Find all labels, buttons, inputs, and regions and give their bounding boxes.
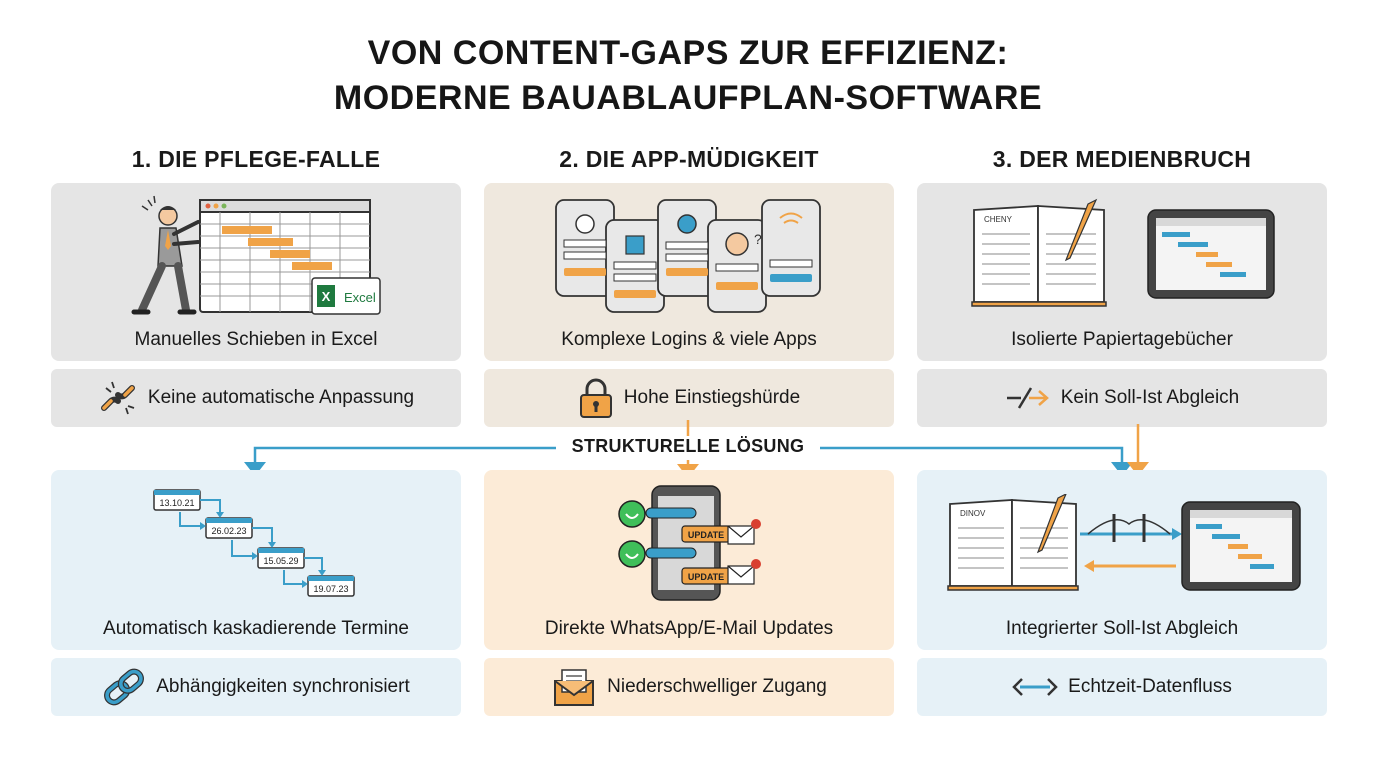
date-1: 13.10.21 xyxy=(159,498,194,508)
spreadsheet-illustration: X Excel xyxy=(131,195,381,315)
svg-text:?: ? xyxy=(754,231,762,247)
solution-caption-2: Direkte WhatsApp/E-Mail Updates xyxy=(544,618,834,639)
problem-caption-3: Isolierte Papiertagebücher xyxy=(1011,329,1233,350)
solution-panel-1 xyxy=(51,470,461,650)
date-4: 19.07.23 xyxy=(313,584,348,594)
problem-issue-row-1: Keine automatische Anpassung xyxy=(51,369,461,427)
solution-benefit-row-3: Echtzeit-Datenfluss xyxy=(917,658,1327,716)
paper-diary-illustration: CHENY xyxy=(971,198,1275,307)
broken-chain-icon xyxy=(100,381,135,415)
problem-issue-1: Keine automatische Anpassung xyxy=(147,387,415,408)
login-phones-illustration: ? xyxy=(555,199,821,313)
solution-caption-1: Automatisch kaskadierende Termine xyxy=(103,618,409,639)
column-heading-1: 1. DIE PFLEGE-FALLE xyxy=(131,146,381,172)
broken-arrow-icon xyxy=(1006,387,1049,409)
structural-solution-label: STRUKTURELLE LÖSUNG xyxy=(556,436,820,457)
solution-benefit-3: Echtzeit-Datenfluss xyxy=(1068,676,1232,697)
chain-link-icon xyxy=(104,668,145,706)
envelope-icon xyxy=(554,669,595,706)
solution-benefit-row-1: Abhängigkeiten synchronisiert xyxy=(51,658,461,716)
column-heading-3: 3. DER MEDIENBRUCH xyxy=(992,146,1252,172)
date-2: 26.02.23 xyxy=(211,526,246,536)
column-heading-2: 2. DIE APP-MÜDIGKEIT xyxy=(559,146,819,172)
double-arrow-icon xyxy=(1012,678,1058,696)
update-label-1: UPDATE xyxy=(688,530,724,540)
padlock-icon xyxy=(579,378,612,418)
title-line-2: MODERNE BAUABLAUFPLAN-SOFTWARE xyxy=(333,79,1043,117)
problem-issue-3: Kein Soll-Ist Abgleich xyxy=(1060,387,1240,408)
problem-caption-2: Komplexe Logins & viele Apps xyxy=(561,329,817,350)
messaging-updates-illustration: UPDATE UPDATE xyxy=(618,485,761,601)
integrated-sync-illustration: DINOV xyxy=(947,494,1301,591)
problem-caption-1: Manuelles Schieben in Excel xyxy=(134,329,378,350)
excel-label: Excel xyxy=(344,290,376,305)
solution-benefit-2: Niederschwelliger Zugang xyxy=(607,676,827,697)
notebook-label-bottom: DINOV xyxy=(960,509,986,518)
notebook-label-top: CHENY xyxy=(984,215,1013,224)
problem-issue-row-2: Hohe Einstiegshürde xyxy=(484,369,894,427)
svg-text:X: X xyxy=(322,289,331,304)
title-line-1: VON CONTENT-GAPS ZUR EFFIZIENZ: xyxy=(367,34,1009,72)
solution-benefit-1: Abhängigkeiten synchronisiert xyxy=(156,676,410,697)
cascading-dates-illustration: 13.10.21 26.02.23 15.05.29 19.07.23 xyxy=(153,489,355,597)
solution-caption-3: Integrierter Soll-Ist Abgleich xyxy=(1005,618,1239,639)
date-3: 15.05.29 xyxy=(263,556,298,566)
problem-issue-row-3: Kein Soll-Ist Abgleich xyxy=(917,369,1327,427)
problem-issue-2: Hohe Einstiegshürde xyxy=(623,387,801,408)
solution-benefit-row-2: Niederschwelliger Zugang xyxy=(484,658,894,716)
update-label-2: UPDATE xyxy=(688,572,724,582)
